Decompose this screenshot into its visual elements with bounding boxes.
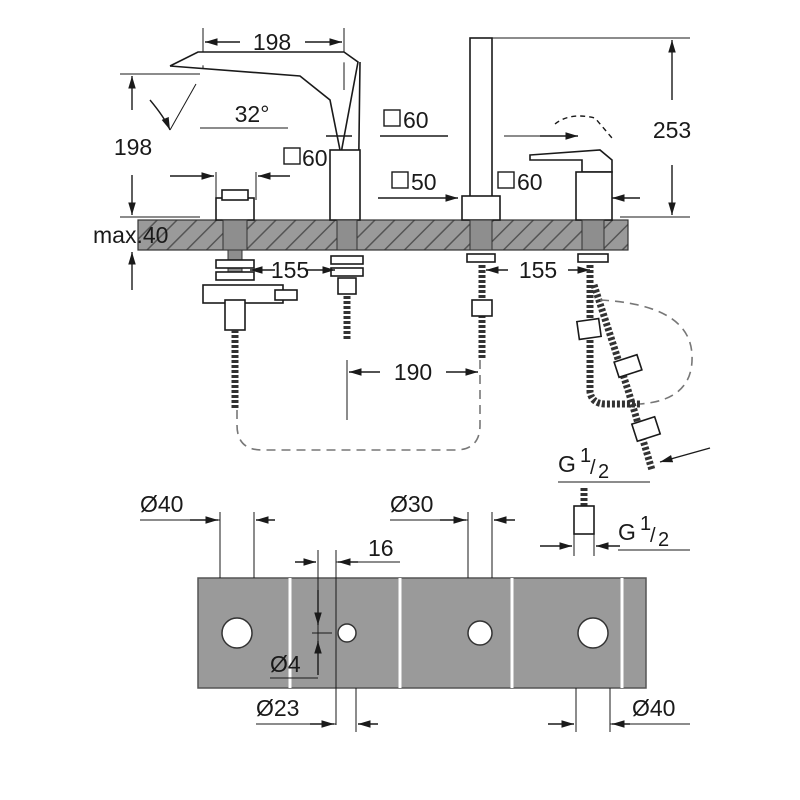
thread-upper-den: 2	[598, 461, 609, 483]
square-60-spout: 60	[170, 145, 328, 200]
spout-stem	[330, 219, 364, 340]
spacing-left-label: 155	[271, 257, 309, 283]
square-60-diverter-label: 60	[517, 169, 543, 195]
square-50-handshower: 50	[378, 169, 458, 202]
hole-diverter	[577, 617, 609, 649]
thread-lower: G 1 / 2	[540, 488, 690, 556]
offset-16-dimension: 16	[295, 535, 400, 725]
thread-upper-label: G	[558, 451, 576, 477]
pin-d4-dimension: Ø4	[270, 590, 322, 679]
deck-plan	[197, 577, 647, 689]
left-valve	[202, 189, 298, 331]
spout-angle-dimension: 32°	[149, 83, 288, 131]
diverter-lever	[529, 115, 613, 263]
hole-handshower	[467, 620, 493, 646]
total-height-label: 253	[653, 117, 691, 143]
square-60-spout-label: 60	[302, 145, 328, 171]
handshower	[461, 37, 501, 360]
spacing-center-dimension: 190	[346, 359, 478, 420]
thread-upper-num: 1	[580, 445, 591, 467]
spout-width-dimension: 198	[202, 28, 345, 90]
spacing-right-label: 155	[519, 257, 557, 283]
hole-spout	[337, 623, 357, 643]
hole-d23-dimension: Ø23	[256, 688, 378, 732]
thread-upper: G 1 / 2	[558, 445, 711, 483]
right-hoses	[575, 265, 662, 472]
thread-lower-num: 1	[640, 513, 651, 535]
hole-valve	[221, 617, 253, 649]
pin-d4-label: Ø4	[270, 651, 301, 677]
offset-16-label: 16	[368, 535, 394, 561]
spacing-left-dimension: 155	[250, 257, 335, 283]
hole-d40-right-dimension: Ø40	[548, 688, 690, 732]
thread-lower-label: G	[618, 519, 636, 545]
deck-slab	[137, 219, 629, 251]
square-60-handshower-label: 60	[403, 107, 429, 133]
square-60-diverter: 60	[497, 132, 640, 202]
hole-d40-right-label: Ø40	[632, 695, 675, 721]
total-height-dimension: 253	[492, 37, 691, 218]
spacing-right-dimension: 155	[486, 257, 590, 283]
spout-height-dimension: 198	[114, 73, 200, 218]
hole-d30-dimension: Ø30	[390, 491, 515, 578]
spout-width-label: 198	[253, 29, 291, 55]
hole-d30-label: Ø30	[390, 491, 433, 517]
hose-loops	[231, 299, 693, 451]
spout-mixer	[169, 51, 361, 221]
hole-d23-label: Ø23	[256, 695, 299, 721]
deck-thickness-dimension: max.40	[93, 222, 168, 290]
thread-lower-den: 2	[658, 529, 669, 551]
square-50-label: 50	[411, 169, 437, 195]
hole-d40-left-dimension: Ø40	[140, 491, 275, 578]
spacing-center-label: 190	[394, 359, 432, 385]
thread-upper-slash: /	[590, 457, 596, 479]
spout-angle-label: 32°	[235, 101, 270, 127]
hole-d40-left-label: Ø40	[140, 491, 183, 517]
thread-lower-slash: /	[650, 525, 656, 547]
square-60-handshower: 60	[380, 107, 448, 137]
spout-height-label: 198	[114, 134, 152, 160]
deck-thickness-label: max.40	[93, 222, 168, 248]
